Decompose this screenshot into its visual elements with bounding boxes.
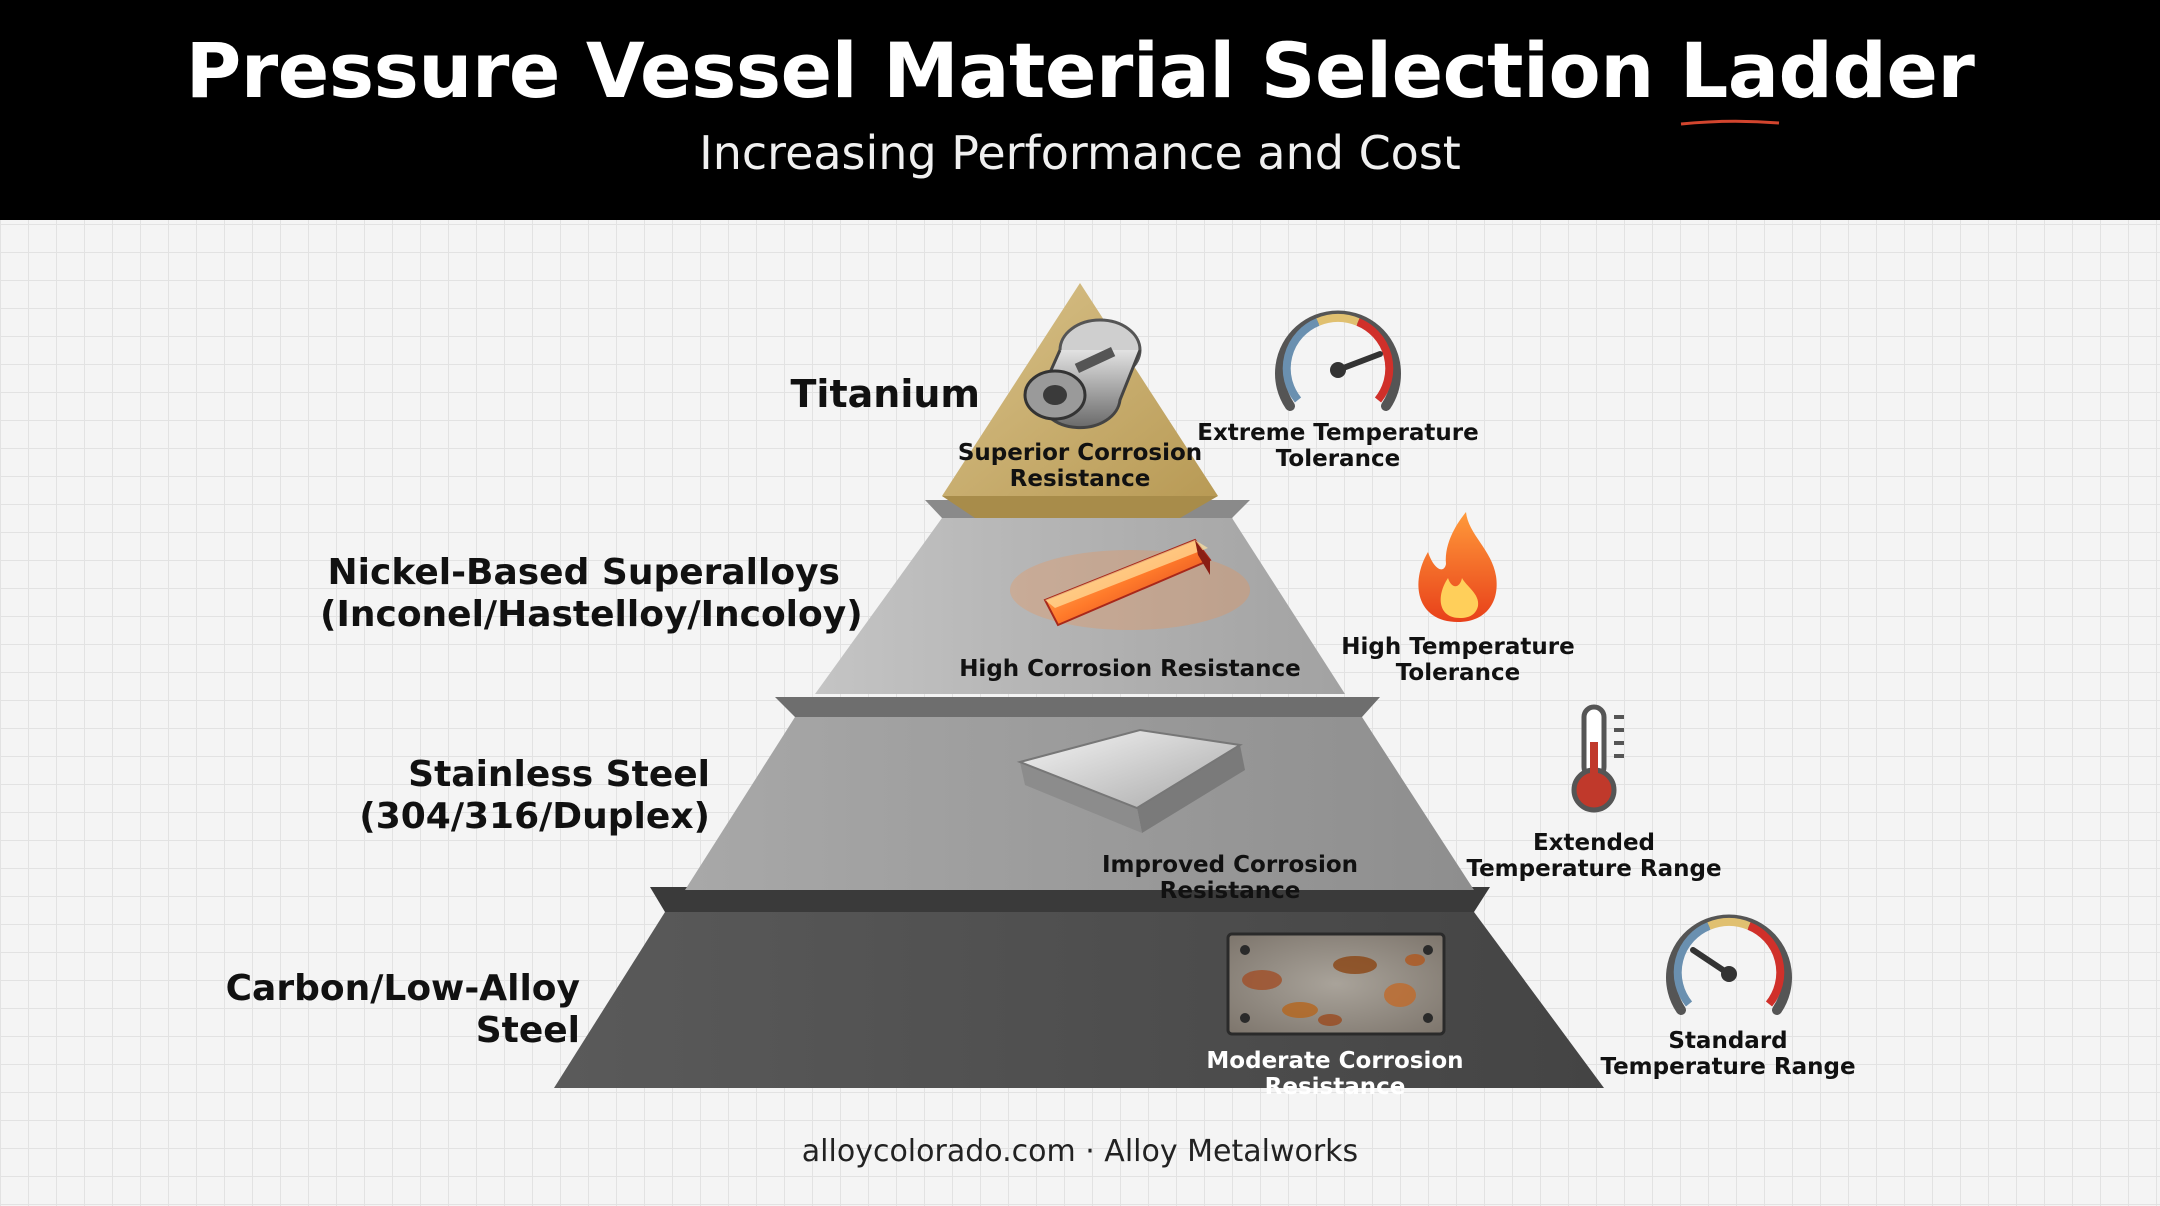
title-main: Pressure Vessel Material Selection — [185, 26, 1655, 115]
flame-icon — [1418, 512, 1497, 622]
label-nickel-superalloys: Nickel-Based Superalloys (Inconel/Hastel… — [320, 552, 863, 636]
glowing-bar-icon — [1010, 538, 1250, 630]
corrosion-carbon: Moderate Corrosion Resistance — [1206, 1048, 1464, 1101]
title-accent-word: Ladder — [1680, 26, 1975, 126]
gauge-icon — [1666, 914, 1792, 1015]
titanium-part-icon — [1023, 318, 1142, 430]
temp-carbon: Standard Temperature Range — [1600, 1028, 1856, 1081]
corrosion-stainless: Improved Corrosion Resistance — [1101, 852, 1359, 905]
label-carbon-steel: Carbon/Low-Alloy Steel — [225, 968, 580, 1052]
temp-stainless: Extended Temperature Range — [1466, 830, 1722, 883]
temp-titanium: Extreme Temperature Tolerance — [1197, 420, 1479, 473]
accent-underline — [1680, 119, 1779, 126]
page-title: Pressure Vessel Material Selection Ladde… — [0, 26, 2160, 126]
page-subtitle: Increasing Performance and Cost — [699, 126, 1461, 180]
rusty-plate-icon — [1226, 932, 1446, 1036]
label-stainless-steel: Stainless Steel (304/316/Duplex) — [359, 754, 710, 838]
thermometer-icon — [1571, 704, 1624, 813]
corrosion-nickel: High Corrosion Resistance — [959, 656, 1301, 682]
footer-credit: alloycolorado.com · Alloy Metalworks — [801, 1134, 1359, 1169]
header-banner: Pressure Vessel Material Selection Ladde… — [0, 0, 2160, 220]
corrosion-titanium: Superior Corrosion Resistance — [957, 440, 1203, 493]
label-titanium: Titanium — [790, 372, 980, 416]
steel-plate-icon — [1016, 728, 1245, 833]
gauge-icon — [1275, 310, 1401, 411]
temp-nickel: High Temperature Tolerance — [1341, 634, 1575, 687]
